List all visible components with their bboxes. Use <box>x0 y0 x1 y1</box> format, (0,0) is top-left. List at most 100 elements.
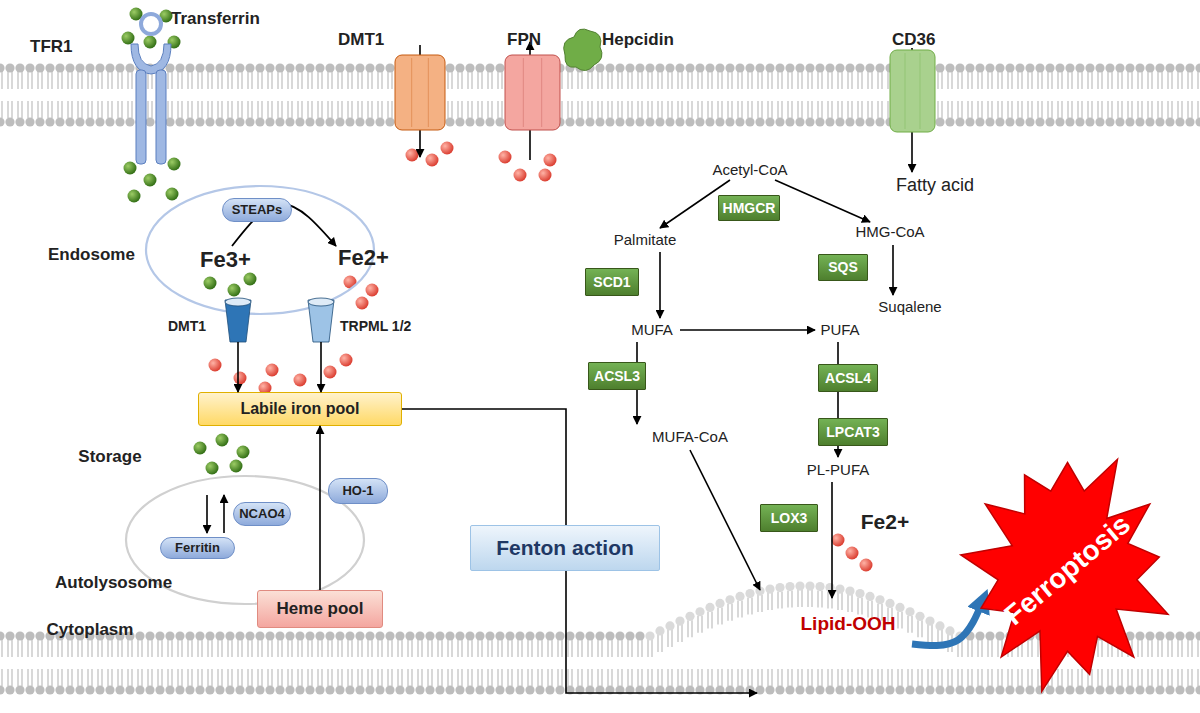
lipid-tail <box>277 669 278 686</box>
lipid-tail <box>321 101 322 118</box>
lipid-tail <box>67 640 68 657</box>
lipid-head <box>1045 117 1054 126</box>
lipid-tail <box>177 640 178 657</box>
lipid-tail <box>567 72 568 89</box>
lipid-tail <box>37 669 38 686</box>
lipid-tail <box>247 72 248 89</box>
lipid-head <box>105 685 114 694</box>
lipid-head <box>255 685 264 694</box>
node-label: TFR1 <box>30 37 100 57</box>
lipid-tail <box>731 101 732 118</box>
lipid-tail <box>657 635 658 652</box>
lipid-tail <box>607 640 608 657</box>
lipid-head <box>415 685 424 694</box>
lipid-head <box>385 117 394 126</box>
lipid-head <box>835 585 844 594</box>
lipid-tail <box>771 72 772 89</box>
lipid-tail <box>1027 640 1028 657</box>
lipid-head <box>1185 63 1194 72</box>
lipid-tail <box>191 101 192 118</box>
ferric-iron-dot <box>194 442 207 455</box>
lipid-tail <box>1187 640 1188 657</box>
lipid-tail <box>81 640 82 657</box>
lipid-head <box>305 685 314 694</box>
lipid-tail <box>437 640 438 657</box>
pathway-arrow <box>690 450 760 590</box>
lipid-head <box>825 117 834 126</box>
lipid-tail <box>787 669 788 686</box>
lipid-tail <box>147 101 148 118</box>
lipid-tail <box>97 669 98 686</box>
lipid-head <box>615 63 624 72</box>
lipid-tail <box>211 101 212 118</box>
lipid-tail <box>207 669 208 686</box>
lipid-tail <box>231 72 232 89</box>
lipid-tail <box>181 72 182 89</box>
lipid-head <box>75 63 84 72</box>
lipid-tail <box>1151 669 1152 686</box>
node-outline <box>139 12 163 36</box>
lipid-tail <box>201 101 202 118</box>
lipid-head <box>115 685 124 694</box>
lipid-tail <box>477 640 478 657</box>
ferric-iron-dot <box>168 158 181 171</box>
lipid-tail <box>977 669 978 686</box>
lipid-tail <box>787 72 788 89</box>
lipid-head <box>775 685 784 694</box>
lipid-head <box>75 117 84 126</box>
pathway-arrow <box>680 329 815 331</box>
lipid-head <box>205 63 214 72</box>
lipid-head <box>1165 63 1174 72</box>
pathway-arrow <box>831 482 833 598</box>
lipid-tail <box>177 72 178 89</box>
lipid-head <box>355 685 364 694</box>
lipid-tail <box>491 669 492 686</box>
receptor-stalk <box>136 70 146 164</box>
lipid-head <box>245 63 254 72</box>
lipid-head <box>555 631 564 640</box>
lipid-head <box>1095 63 1104 72</box>
lipid-tail <box>507 640 508 657</box>
lipid-head <box>115 63 124 72</box>
lipid-head <box>815 685 824 694</box>
lipid-head <box>0 63 5 72</box>
lipid-tail <box>697 101 698 118</box>
lipid-head <box>295 685 304 694</box>
lipid-head <box>905 685 914 694</box>
lipid-head <box>915 685 924 694</box>
lipid-tail <box>71 669 72 686</box>
lipid-head <box>455 117 464 126</box>
lipid-tail <box>927 669 928 686</box>
lipid-head <box>285 63 294 72</box>
lipid-head <box>575 631 584 640</box>
node-outline <box>560 25 605 75</box>
lipid-tail <box>11 101 12 118</box>
ferrous-iron-dot <box>846 547 859 560</box>
lipid-head <box>365 631 374 640</box>
lipid-tail <box>551 640 552 657</box>
lipid-head <box>1075 685 1084 694</box>
lipid-head <box>1065 685 1074 694</box>
lipid-tail <box>361 101 362 118</box>
ferrous-iron-dot <box>860 559 873 572</box>
lipid-tail <box>777 669 778 686</box>
lipid-head <box>845 63 854 72</box>
pathway-arrow <box>892 245 894 295</box>
pathway-arrow <box>223 495 225 533</box>
lipid-head <box>435 685 444 694</box>
lipid-tail <box>81 72 82 89</box>
lipid-head <box>1195 63 1200 72</box>
lipid-head <box>145 631 154 640</box>
lipid-head <box>85 117 94 126</box>
receptor-head <box>131 44 171 74</box>
node-label: CD36 <box>892 30 952 50</box>
lipid-head <box>1065 63 1074 72</box>
lipid-tail <box>61 669 62 686</box>
lipid-tail <box>737 669 738 686</box>
lipid-tail <box>287 101 288 118</box>
lipid-tail <box>477 669 478 686</box>
lipid-tail <box>47 669 48 686</box>
lipid-tail <box>477 72 478 89</box>
lipid-tail <box>691 669 692 686</box>
lipid-head <box>425 631 434 640</box>
